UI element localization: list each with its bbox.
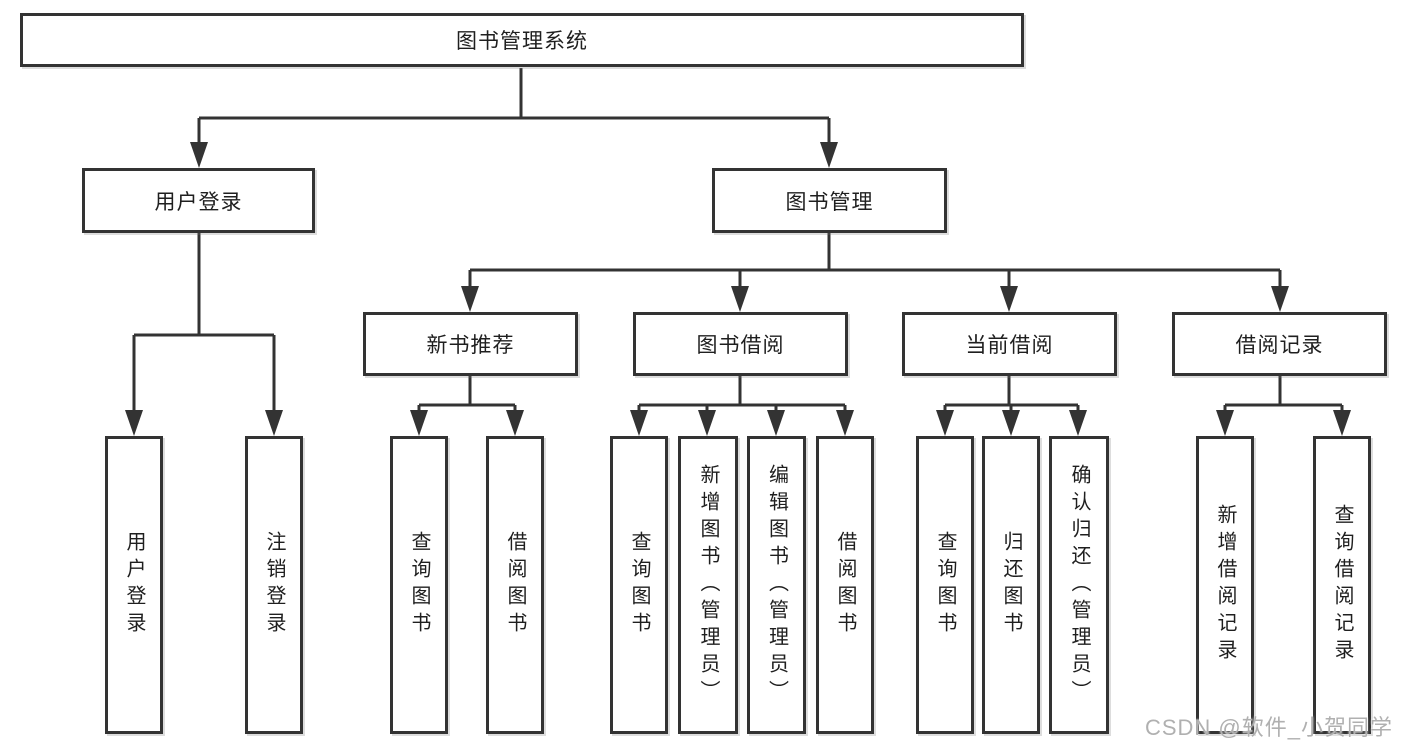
node-label: 归还图书: [1000, 531, 1022, 639]
node-label: 新增借阅记录: [1214, 504, 1236, 666]
node-label: 新增图书（管理员）: [697, 463, 719, 707]
leaf-current-return-books: 归还图书: [982, 436, 1040, 734]
leaf-records-query-record: 查询借阅记录: [1313, 436, 1371, 734]
node-label: 查询图书: [934, 531, 956, 639]
node-label: 查询图书: [628, 531, 650, 639]
node-current-borrowing: 当前借阅: [902, 312, 1117, 376]
node-label: 新书推荐: [426, 334, 515, 357]
leaf-borrow-add-books-admin: 新增图书（管理员）: [678, 436, 738, 734]
node-label: 查询借阅记录: [1331, 504, 1353, 666]
node-label: 图书借阅: [696, 334, 785, 357]
leaf-current-query-books: 查询图书: [916, 436, 974, 734]
node-label: 确认归还（管理员）: [1068, 463, 1090, 707]
node-user-login: 用户登录: [82, 168, 315, 233]
leaf-user-login: 用户登录: [105, 436, 163, 734]
watermark-text: CSDN @软件_小贺同学: [1144, 715, 1393, 740]
node-label: 借阅记录: [1235, 334, 1324, 357]
leaf-borrow-query-books: 查询图书: [610, 436, 668, 734]
leaf-newbooks-borrow-books: 借阅图书: [486, 436, 544, 734]
node-library-management-system: 图书管理系统: [20, 13, 1024, 67]
node-label: 编辑图书（管理员）: [765, 463, 788, 707]
node-new-book-recommendation: 新书推荐: [363, 312, 578, 376]
leaf-newbooks-query-books: 查询图书: [390, 436, 448, 734]
node-borrowing-records: 借阅记录: [1172, 312, 1387, 376]
node-label: 注销登录: [263, 531, 285, 639]
node-label: 借阅图书: [834, 531, 856, 639]
leaf-current-confirm-return-admin: 确认归还（管理员）: [1049, 436, 1109, 734]
leaf-borrow-borrow-books: 借阅图书: [816, 436, 874, 734]
node-label: 查询图书: [408, 531, 430, 639]
node-label: 用户登录: [123, 531, 145, 639]
leaf-records-add-record: 新增借阅记录: [1196, 436, 1254, 734]
leaf-logout: 注销登录: [245, 436, 303, 734]
node-book-borrowing: 图书借阅: [633, 312, 848, 376]
node-label: 图书管理: [785, 190, 874, 214]
node-book-management: 图书管理: [712, 168, 947, 233]
node-label: 用户登录: [154, 190, 243, 214]
node-label: 当前借阅: [965, 334, 1054, 357]
node-label: 图书管理系统: [456, 30, 588, 53]
node-label: 借阅图书: [504, 531, 526, 639]
leaf-borrow-edit-books-admin: 编辑图书（管理员）: [747, 436, 806, 734]
